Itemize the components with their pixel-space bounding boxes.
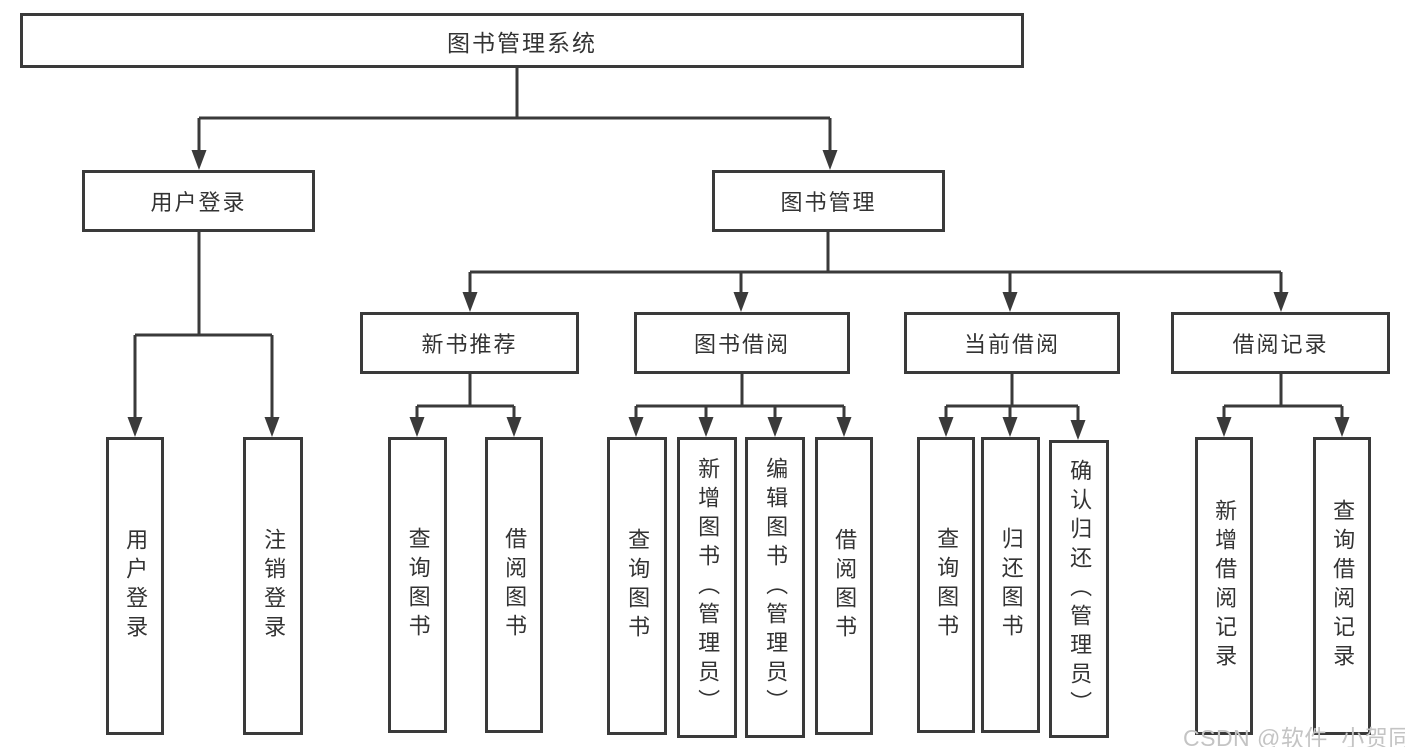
leaf-borrow-books-recommend-label: 借阅图书	[502, 527, 528, 643]
node-new-book-recommend: 新书推荐	[360, 312, 579, 374]
leaf-borrow-books-label: 借阅图书	[832, 528, 858, 644]
connector-root-to-level1	[197, 68, 832, 152]
leaf-logout: 注销登录	[243, 437, 303, 735]
node-user-login: 用户登录	[82, 170, 315, 232]
leaf-borrow-books-recommend: 借阅图书	[485, 437, 543, 733]
node-book-borrow-label: 图书借阅	[693, 332, 790, 357]
node-current-borrow: 当前借阅	[904, 312, 1120, 374]
leaf-return-books: 归还图书	[981, 437, 1040, 733]
connector-user-login-to-leaves	[133, 232, 274, 420]
leaf-query-books-borrow: 查询图书	[607, 437, 667, 735]
leaf-edit-books-admin-label: 编辑图书（管理员）	[763, 457, 789, 718]
connector-new-book-recommend-to-leaves	[415, 374, 516, 420]
leaf-user-login: 用户登录	[106, 437, 164, 735]
leaf-query-books-current: 查询图书	[917, 437, 975, 733]
node-root-label: 图书管理系统	[447, 29, 597, 56]
leaf-add-borrow-record: 新增借阅记录	[1195, 437, 1253, 735]
connector-current-borrow-to-leaves	[944, 374, 1080, 423]
leaf-query-books-recommend-label: 查询图书	[405, 527, 431, 643]
leaf-query-borrow-record: 查询借阅记录	[1313, 437, 1371, 735]
node-borrow-records-label: 借阅记录	[1232, 332, 1329, 357]
node-root: 图书管理系统	[20, 13, 1024, 68]
connector-book-borrow-to-leaves	[634, 374, 846, 420]
node-current-borrow-label: 当前借阅	[963, 332, 1060, 357]
arrowheads	[127, 150, 1350, 440]
node-book-management-label: 图书管理	[780, 190, 877, 215]
node-borrow-records: 借阅记录	[1171, 312, 1390, 374]
csdn-watermark: CSDN @软件_小贺同学	[1183, 725, 1405, 747]
leaf-return-books-label: 归还图书	[998, 527, 1024, 643]
leaf-add-books-admin: 新增图书（管理员）	[677, 437, 737, 738]
node-book-management: 图书管理	[712, 170, 945, 232]
node-user-login-label: 用户登录	[150, 190, 247, 215]
leaf-user-login-label: 用户登录	[123, 528, 149, 644]
leaf-query-borrow-record-label: 查询借阅记录	[1330, 499, 1356, 673]
leaf-confirm-return-admin: 确认归还（管理员）	[1049, 440, 1109, 738]
leaf-query-books-borrow-label: 查询图书	[625, 528, 651, 644]
leaf-query-books-current-label: 查询图书	[934, 527, 960, 643]
connector-book-management-to-level2	[468, 232, 1283, 295]
node-book-borrow: 图书借阅	[634, 312, 850, 374]
leaf-add-borrow-record-label: 新增借阅记录	[1212, 499, 1238, 673]
leaf-add-books-admin-label: 新增图书（管理员）	[695, 457, 721, 718]
node-new-book-recommend-label: 新书推荐	[421, 332, 518, 357]
leaf-borrow-books: 借阅图书	[815, 437, 873, 735]
leaf-query-books-recommend: 查询图书	[388, 437, 447, 733]
leaf-confirm-return-admin-label: 确认归还（管理员）	[1067, 458, 1093, 720]
leaf-logout-label: 注销登录	[261, 528, 287, 644]
leaf-edit-books-admin: 编辑图书（管理员）	[745, 437, 805, 738]
connector-borrow-records-to-leaves	[1222, 374, 1344, 420]
